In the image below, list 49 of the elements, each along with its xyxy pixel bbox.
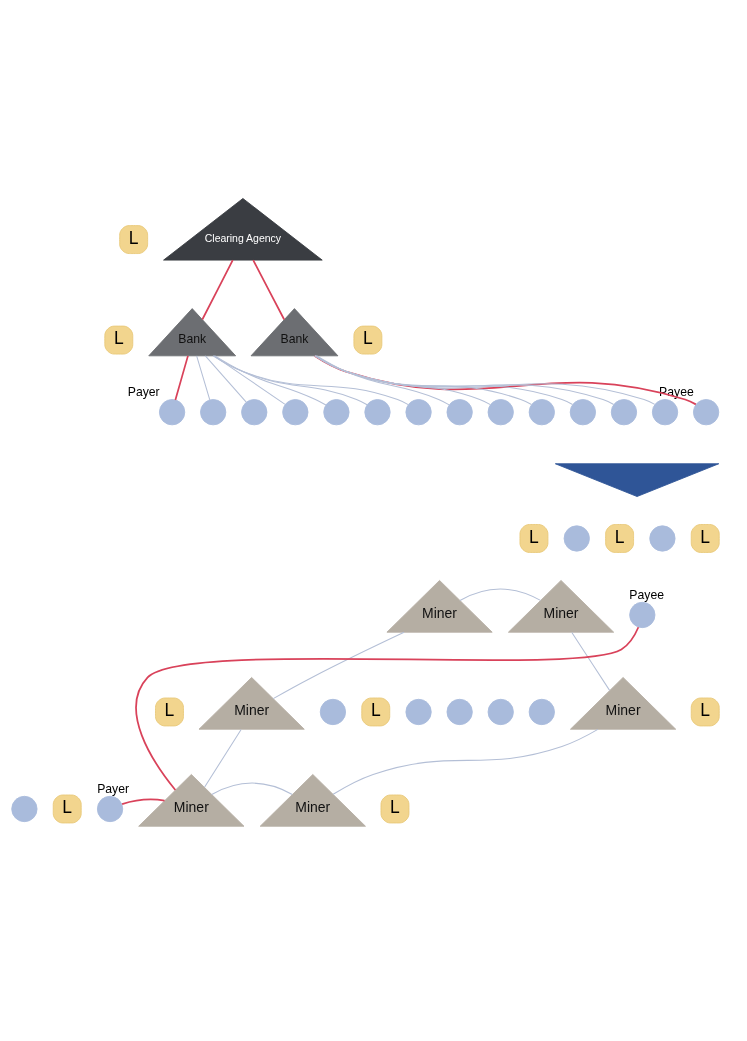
connector [212, 354, 409, 405]
node-circle [610, 398, 638, 425]
connector [214, 354, 327, 406]
node-label: Payee [659, 384, 694, 399]
connector [213, 354, 368, 405]
connector [121, 798, 166, 805]
connector [571, 631, 611, 691]
connector [213, 354, 286, 405]
connector [204, 728, 242, 788]
node-circle [446, 698, 473, 725]
node-circle [528, 698, 555, 725]
node-circle [563, 524, 590, 552]
connector [314, 354, 532, 405]
connector [174, 354, 189, 401]
node-circle [96, 795, 124, 822]
node-circle [241, 398, 268, 425]
connector [201, 258, 234, 320]
node-circle [282, 398, 309, 425]
node-circle [159, 398, 186, 425]
node-triangle [554, 462, 720, 497]
node-circle [629, 601, 656, 628]
node-circle [487, 698, 514, 725]
connector [211, 782, 293, 795]
connector [196, 354, 211, 400]
node-circle [651, 398, 679, 425]
node-label: Payer [97, 781, 130, 796]
node-circle [649, 524, 676, 552]
connector [252, 258, 286, 320]
node-circle [200, 398, 227, 425]
node-circle [405, 698, 432, 725]
connector [272, 631, 405, 699]
node-circle [11, 795, 38, 822]
connector [204, 354, 247, 403]
node-circle [323, 398, 350, 425]
node-circle [319, 698, 347, 725]
node-circle [528, 398, 555, 425]
node-circle [569, 398, 596, 425]
node-circle [446, 398, 473, 425]
connector [316, 354, 450, 405]
node-label: Payer [127, 384, 160, 399]
connector [315, 354, 491, 405]
node-label: Payee [629, 587, 665, 602]
connector [332, 728, 599, 795]
connector [459, 588, 542, 601]
node-circle [693, 398, 720, 425]
connector [135, 625, 640, 791]
node-circle [405, 398, 432, 425]
node-circle [364, 398, 391, 425]
node-circle [487, 398, 514, 425]
